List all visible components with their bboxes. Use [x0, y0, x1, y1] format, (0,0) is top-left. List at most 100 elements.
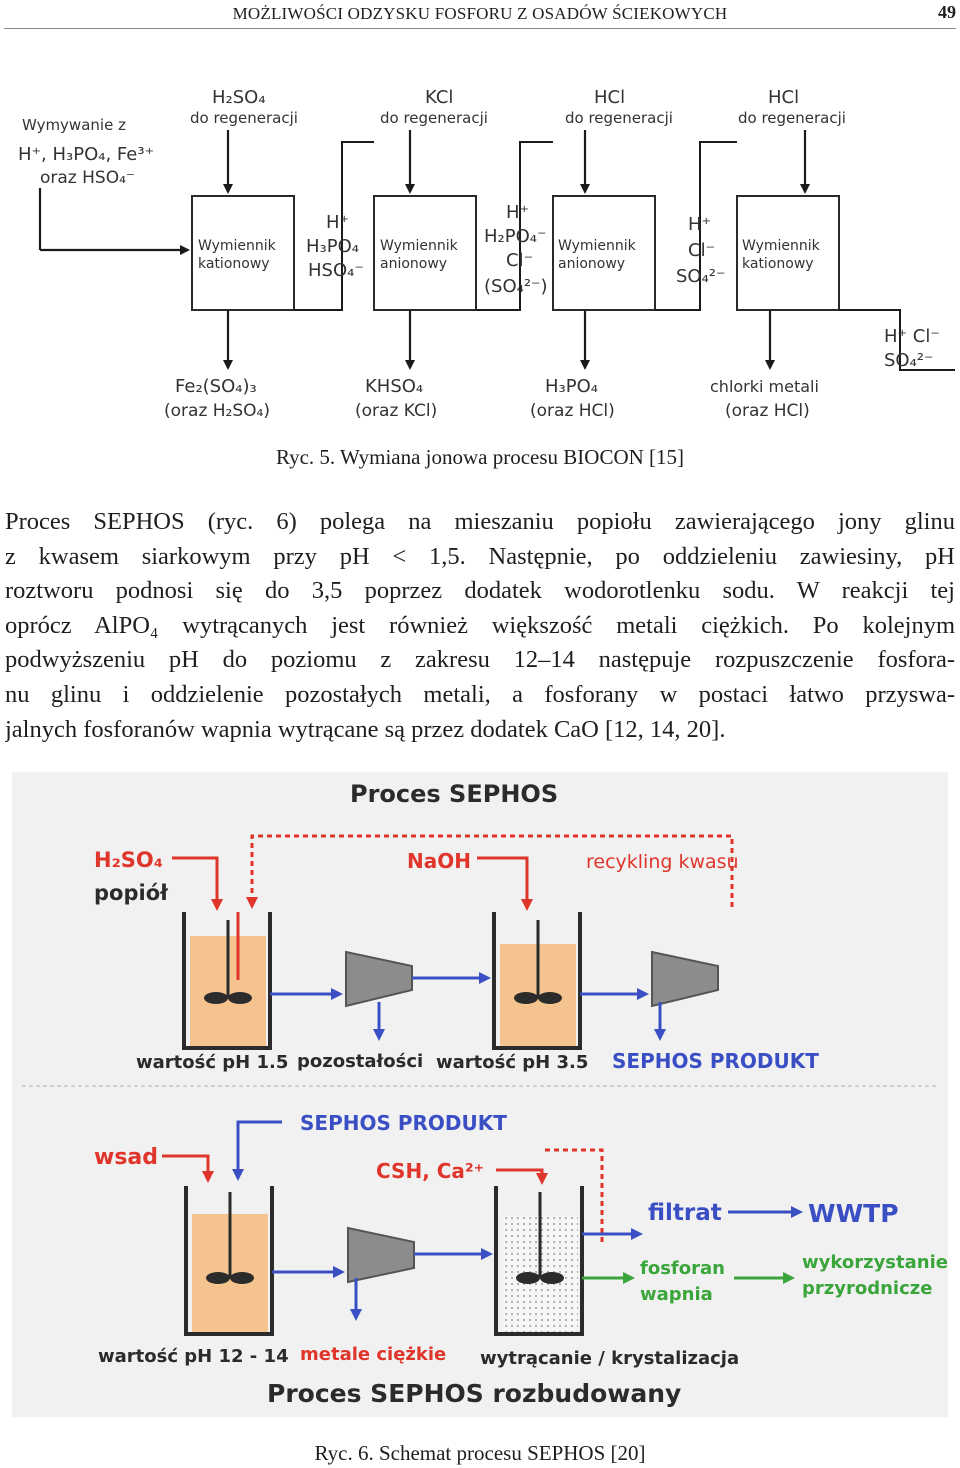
upper-recycle-label: recykling kwasu: [586, 851, 739, 873]
lower-natural-use-l2: przyrodnicze: [802, 1278, 932, 1299]
upper-tank-1: [182, 912, 272, 1050]
exchanger-3-label-line2: anionowy: [558, 256, 625, 272]
paragraph-line: nu glinu i oddzielenie pozostałych metal…: [5, 680, 955, 708]
lower-product-arrow: [232, 1120, 282, 1181]
upper-ph-2: wartość pH 3.5: [436, 1052, 588, 1073]
lower-feed: wsad: [94, 1145, 158, 1170]
upper-separator-1: [270, 950, 491, 1041]
flow-line-2: [476, 141, 553, 311]
exchanger-2-label-line1: Wymiennik: [380, 238, 459, 254]
product-2-l1: KHSO₄: [365, 376, 423, 397]
body-paragraph: Proces SEPHOS (ryc. 6) polega na mieszan…: [5, 505, 955, 747]
exchanger-4-label-line1: Wymiennik: [742, 238, 821, 254]
paragraph-line: roztworu podnosi się do 3,5 poprzez doda…: [5, 577, 955, 605]
figure-5-caption: Ryc. 5. Wymiana jonowa procesu BIOCON [1…: [275, 445, 685, 469]
ions-1-l3: HSO₄⁻: [308, 260, 364, 281]
ions-1-l1: H⁺: [326, 212, 349, 233]
lower-separator-3: [272, 1226, 493, 1321]
paragraph-line: jalnych fosforanów wapnia wytrącane są p…: [5, 715, 726, 743]
ions-3-l3: SO₄²⁻: [676, 266, 726, 287]
upper-residue: pozostałości: [297, 1051, 423, 1072]
lower-natural-use-l1: wykorzystanie: [802, 1252, 948, 1273]
exchanger-box-3: [552, 195, 656, 311]
lower-precipitation: wytrącanie / krystalizacja: [480, 1348, 739, 1369]
upper-product: SEPHOS PRODUKT: [612, 1049, 819, 1073]
lower-wwtp: WWTP: [808, 1199, 899, 1228]
paragraph-line: Proces SEPHOS (ryc. 6) polega na mieszan…: [5, 508, 955, 535]
exchanger-box-2: [373, 195, 477, 311]
top-label-3-text: do regeneracji: [565, 109, 673, 127]
top-label-2-text: do regeneracji: [380, 109, 488, 127]
figure-6-background: [12, 772, 948, 1417]
figure-6-svg: Proces SEPHOS Proces SEPHOS rozbudowany …: [12, 772, 948, 1417]
exchanger-box-1: [191, 195, 295, 311]
figure-6-sephos-diagram: Proces SEPHOS Proces SEPHOS rozbudowany …: [12, 772, 948, 1417]
page-header: MOŻLIWOŚCI ODZYSKU FOSFORU Z OSADÓW ŚCIE…: [0, 0, 960, 30]
figure-6-title-top: Proces SEPHOS: [350, 780, 558, 808]
exchanger-3-label-line1: Wymiennik: [558, 238, 637, 254]
lower-phosphate-l2: wapnia: [640, 1284, 713, 1305]
input-label-line3: oraz HSO₄⁻: [40, 168, 135, 188]
flow-line-1: [294, 141, 374, 311]
lower-filtrate: filtrat: [648, 1200, 722, 1226]
figure-5-biocon-diagram: Wymywanie z H⁺, H₃PO₄, Fe³⁺ oraz HSO₄⁻ H…: [0, 70, 960, 430]
top-label-4-chem: HCl: [768, 87, 799, 108]
lower-tank-3: [184, 1186, 274, 1336]
exchanger-box-4: [736, 195, 840, 311]
exchanger-1-label-line1: Wymiennik: [198, 238, 277, 254]
page-number: 49: [938, 2, 956, 22]
upper-naoh-label: NaOH: [407, 849, 471, 873]
ions-2-l4: (SO₄²⁻): [484, 276, 548, 297]
product-1-l1: Fe₂(SO₄)₃: [175, 376, 257, 397]
lower-csh-arrow: [496, 1168, 548, 1185]
product-3-l1: H₃PO₄: [545, 376, 598, 397]
product-4-l2: (oraz HCl): [725, 401, 810, 421]
upper-separator-2: [580, 950, 719, 1041]
ions-3-l2: Cl⁻: [688, 240, 715, 261]
top-label-4-text: do regeneracji: [738, 109, 846, 127]
upper-ph-1: wartość pH 1.5: [136, 1052, 288, 1073]
ions-2-l3: Cl⁻: [506, 250, 533, 271]
figure-5-svg: Wymywanie z H⁺, H₃PO₄, Fe³⁺ oraz HSO₄⁻ H…: [18, 87, 955, 421]
top-label-2-chem: KCl: [425, 87, 453, 108]
lower-product: SEPHOS PRODUKT: [300, 1111, 507, 1135]
exchanger-2-label-line2: anionowy: [380, 256, 447, 272]
product-4-l1: chlorki metali: [710, 377, 819, 396]
upper-recycle-arrow: [246, 834, 734, 909]
upper-input-arrow: [172, 856, 223, 911]
header-rule: [4, 28, 956, 29]
exchanger-4-label-line2: kationowy: [742, 256, 814, 272]
input-label-line2: H⁺, H₃PO₄, Fe³⁺: [18, 144, 154, 165]
paragraph-line: podwyższeniu pH do poziomu z zakresu 12–…: [5, 646, 955, 674]
flow-line-out: [839, 309, 955, 371]
product-2-l2: (oraz KCl): [355, 401, 437, 421]
upper-tank-2: [492, 912, 582, 1050]
top-label-1-chem: H₂SO₄: [212, 87, 266, 108]
ions-1-l2: H₃PO₄: [306, 236, 359, 257]
upper-naoh-arrow: [477, 856, 533, 911]
lower-ph-3: wartość pH 12 - 14: [98, 1346, 289, 1367]
product-3-l2: (oraz HCl): [530, 401, 615, 421]
lower-feed-arrow: [162, 1154, 214, 1183]
lower-heavy-metals: metale ciężkie: [300, 1344, 446, 1365]
figure-6-caption: Ryc. 6. Schemat procesu SEPHOS [20]: [314, 1441, 646, 1465]
top-label-3-chem: HCl: [594, 87, 625, 108]
running-title: MOŻLIWOŚCI ODZYSKU FOSFORU Z OSADÓW ŚCIE…: [232, 4, 728, 23]
ions-2-l2: H₂PO₄⁻: [484, 226, 547, 247]
outlet-ions-l2: SO₄²⁻: [884, 350, 934, 371]
lower-tank-4: [494, 1186, 584, 1336]
product-1-l2: (oraz H₂SO₄): [164, 401, 270, 421]
upper-input-h2so4: H₂SO₄: [94, 848, 163, 872]
ions-3-l1: H⁺: [688, 214, 711, 235]
flow-line-3: [655, 141, 737, 311]
figure-6-title-bottom: Proces SEPHOS rozbudowany: [267, 1379, 681, 1408]
lower-recycle-dashed: [542, 1148, 604, 1242]
ions-2-l1: H⁺: [506, 202, 529, 223]
exchanger-1-label-line2: kationowy: [198, 256, 270, 272]
upper-input-ash: popiół: [94, 881, 169, 905]
lower-csh: CSH, Ca²⁺: [376, 1159, 484, 1183]
input-label-line1: Wymywanie z: [22, 116, 126, 134]
paragraph-line: z kwasem siarkowym przy pH < 1,5. Następ…: [5, 542, 955, 570]
top-label-1-text: do regeneracji: [190, 109, 298, 127]
lower-phosphate-l1: fosforan: [640, 1258, 725, 1279]
